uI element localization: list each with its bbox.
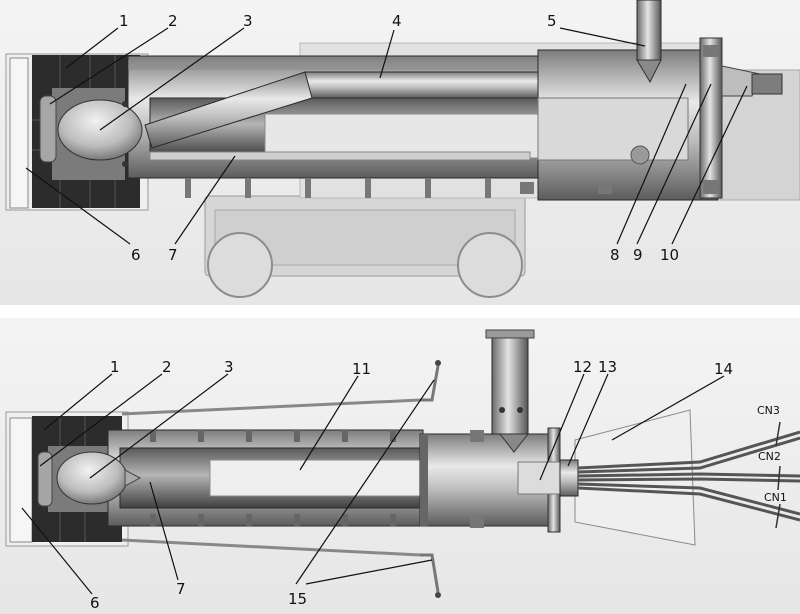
bottom-label-3: 3	[224, 358, 234, 376]
top-lower-rod	[149, 151, 531, 161]
bottom-label-6: 6	[90, 594, 100, 612]
top-label-2: 2	[168, 12, 178, 30]
top-label-6: 6	[131, 246, 141, 264]
top-label-3: 3	[243, 12, 253, 30]
bottom-flange	[419, 427, 561, 533]
upper-rod	[121, 398, 421, 416]
bottom-ribs	[150, 430, 396, 526]
top-inner-sleeve	[264, 113, 541, 159]
top-cart	[204, 195, 526, 298]
detector-cylinder	[209, 459, 426, 497]
top-label-8: 8	[610, 246, 620, 264]
vertical-pipe	[636, 0, 662, 61]
bottom-label-12: 12	[573, 358, 592, 376]
top-label-7: 7	[168, 246, 178, 264]
bottom-vertical-pipe	[491, 329, 529, 435]
top-label-9: 9	[633, 246, 643, 264]
cable-label-cn2: CN2	[758, 450, 781, 463]
top-label-5: 5	[547, 12, 557, 30]
bottom-labels: 1 2 3 11 12 13 14 6 7 15 CN3 CN2 CN1	[21, 358, 787, 612]
connector	[559, 459, 579, 497]
bottom-label-7: 7	[176, 580, 186, 598]
top-label-1: 1	[119, 12, 129, 30]
feedthrough	[721, 65, 761, 97]
bottom-vessel	[56, 451, 128, 505]
bottom-label-14: 14	[714, 360, 733, 378]
bottom-label-11: 11	[352, 360, 371, 378]
top-view	[0, 0, 800, 305]
bottom-label-13: 13	[598, 358, 617, 376]
bottom-label-1: 1	[110, 358, 120, 376]
bottom-view	[0, 318, 800, 614]
top-ribs	[185, 178, 491, 198]
cable-label-cn1: CN1	[764, 491, 787, 504]
bottom-label-2: 2	[162, 358, 172, 376]
top-vessel-flange	[39, 95, 57, 163]
cable-label-cn3: CN3	[757, 404, 780, 417]
top-flange	[520, 37, 723, 201]
bottom-label-15: 15	[288, 590, 307, 608]
side-pipe-top	[420, 365, 440, 402]
transfer-line-bend	[144, 71, 313, 149]
cable-bundle	[577, 421, 800, 529]
top-label-4: 4	[392, 12, 402, 30]
top-labels: 1 2 3 4 5 6 7 8 9 10	[25, 12, 748, 264]
top-label-10: 10	[660, 246, 679, 264]
side-pipe-bottom	[420, 553, 440, 593]
lower-rod	[121, 538, 421, 557]
